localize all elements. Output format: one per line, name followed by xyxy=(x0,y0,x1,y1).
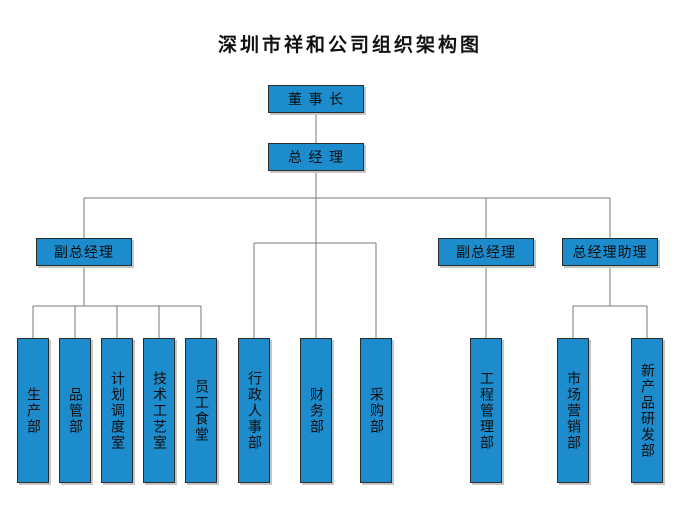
dept-quality: 品管部 xyxy=(59,338,91,483)
dept-canteen: 员工食堂 xyxy=(185,338,217,483)
general-manager-box: 总 经 理 xyxy=(268,143,364,171)
deputy-gm-left-box: 副总经理 xyxy=(36,238,132,266)
dept-admin-hr: 行政人事部 xyxy=(238,338,270,483)
dept-purchasing: 采购部 xyxy=(360,338,392,483)
dept-production: 生产部 xyxy=(17,338,49,483)
deputy-gm-right-box: 副总经理 xyxy=(438,238,534,266)
dept-engineering: 工程管理部 xyxy=(470,338,502,483)
gm-assistant-box: 总经理助理 xyxy=(562,238,658,266)
chairman-box: 董 事 长 xyxy=(268,85,364,113)
dept-finance: 财务部 xyxy=(300,338,332,483)
dept-planning: 计划调度室 xyxy=(101,338,133,483)
chart-title: 深圳市祥和公司组织架构图 xyxy=(217,34,482,56)
dept-new-product: 新产品研发部 xyxy=(631,338,663,483)
dept-technical: 技术工艺室 xyxy=(143,338,175,483)
dept-marketing: 市场营销部 xyxy=(557,338,589,483)
